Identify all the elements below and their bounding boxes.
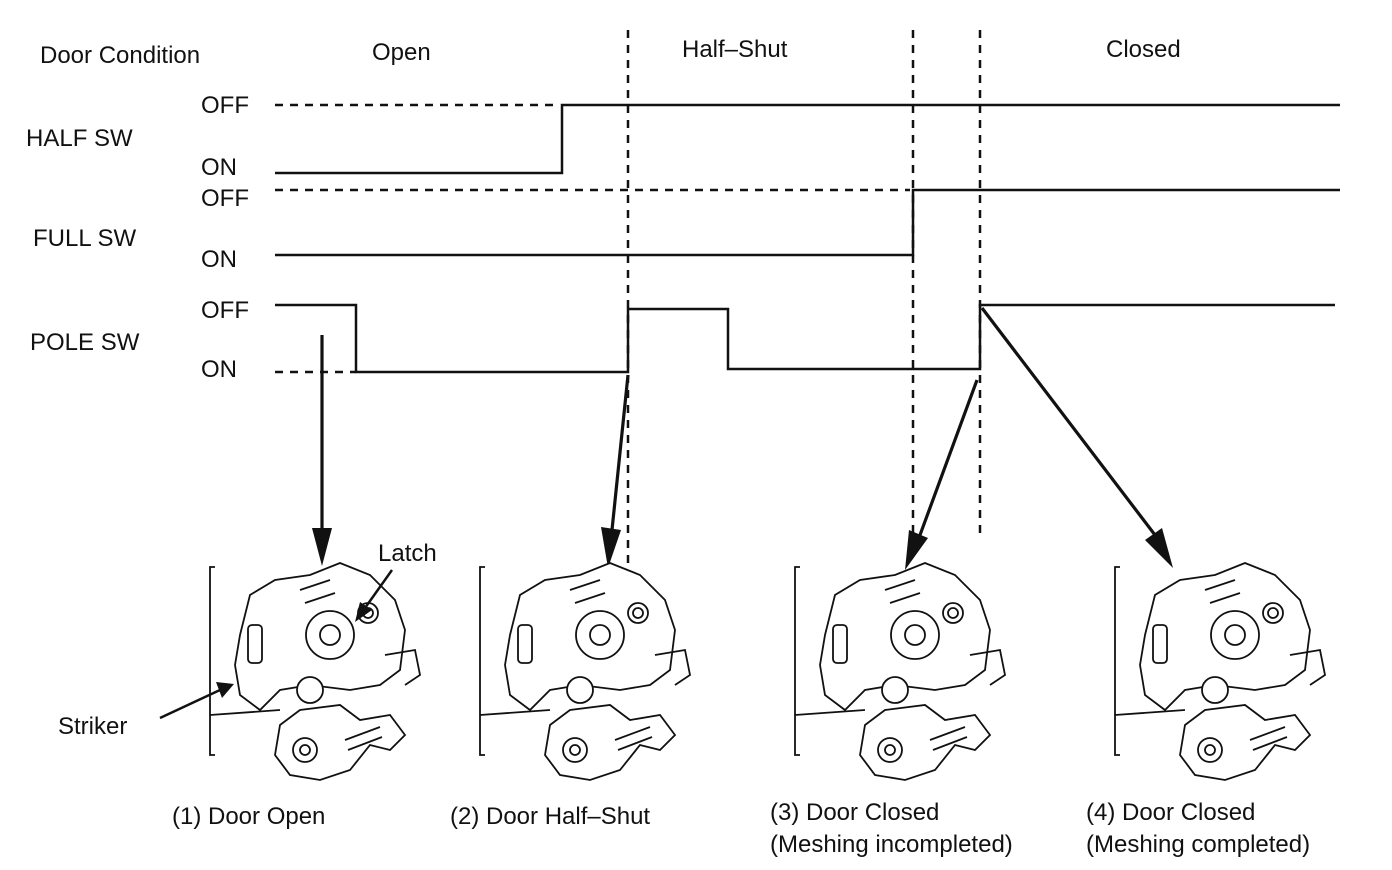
full-sw-label: FULL SW (33, 225, 136, 252)
pole-sw-waveform (275, 303, 1335, 374)
latch-mechanism-closed-complete (1114, 562, 1326, 781)
full-sw-off-label: OFF (201, 185, 249, 212)
caption-door-half-shut: (2) Door Half–Shut (450, 803, 650, 830)
arrow-to-door-closed-incomplete (905, 379, 979, 570)
latch-callout-label: Latch (378, 540, 437, 567)
arrow-to-door-open (312, 335, 332, 566)
half-sw-on-label: ON (201, 154, 237, 181)
full-sw-on-label: ON (201, 246, 237, 273)
striker-callout-arrow (159, 682, 234, 720)
closed-label: Closed (1106, 36, 1181, 63)
striker-callout-label: Striker (58, 713, 127, 740)
half-sw-off-label: OFF (201, 92, 249, 119)
half-sw-waveform (275, 103, 1340, 175)
arrow-to-door-closed-complete (980, 307, 1173, 568)
latch-callout-arrow (355, 569, 394, 622)
full-sw-waveform (275, 188, 1340, 257)
latch-mechanism-closed-incomplete (794, 562, 1006, 781)
pole-sw-label: POLE SW (30, 329, 140, 356)
pole-sw-off-label: OFF (201, 297, 249, 324)
caption-door-open: (1) Door Open (172, 803, 325, 830)
half-sw-label: HALF SW (26, 125, 133, 152)
latch-mechanism-open (209, 562, 421, 781)
latch-mechanism-half-shut (479, 562, 691, 781)
pole-sw-on-label: ON (201, 356, 237, 383)
arrow-to-door-half-shut (601, 374, 630, 568)
caption-door-closed-complete-line1: (4) Door Closed (1086, 799, 1255, 826)
caption-door-closed-complete-line2: (Meshing completed) (1086, 831, 1310, 858)
caption-door-closed-incomplete-line1: (3) Door Closed (770, 799, 939, 826)
open-label: Open (372, 39, 431, 66)
door-condition-label: Door Condition (40, 42, 200, 69)
half-shut-label: Half–Shut (682, 36, 788, 63)
caption-door-closed-incomplete-line2: (Meshing incompleted) (770, 831, 1013, 858)
